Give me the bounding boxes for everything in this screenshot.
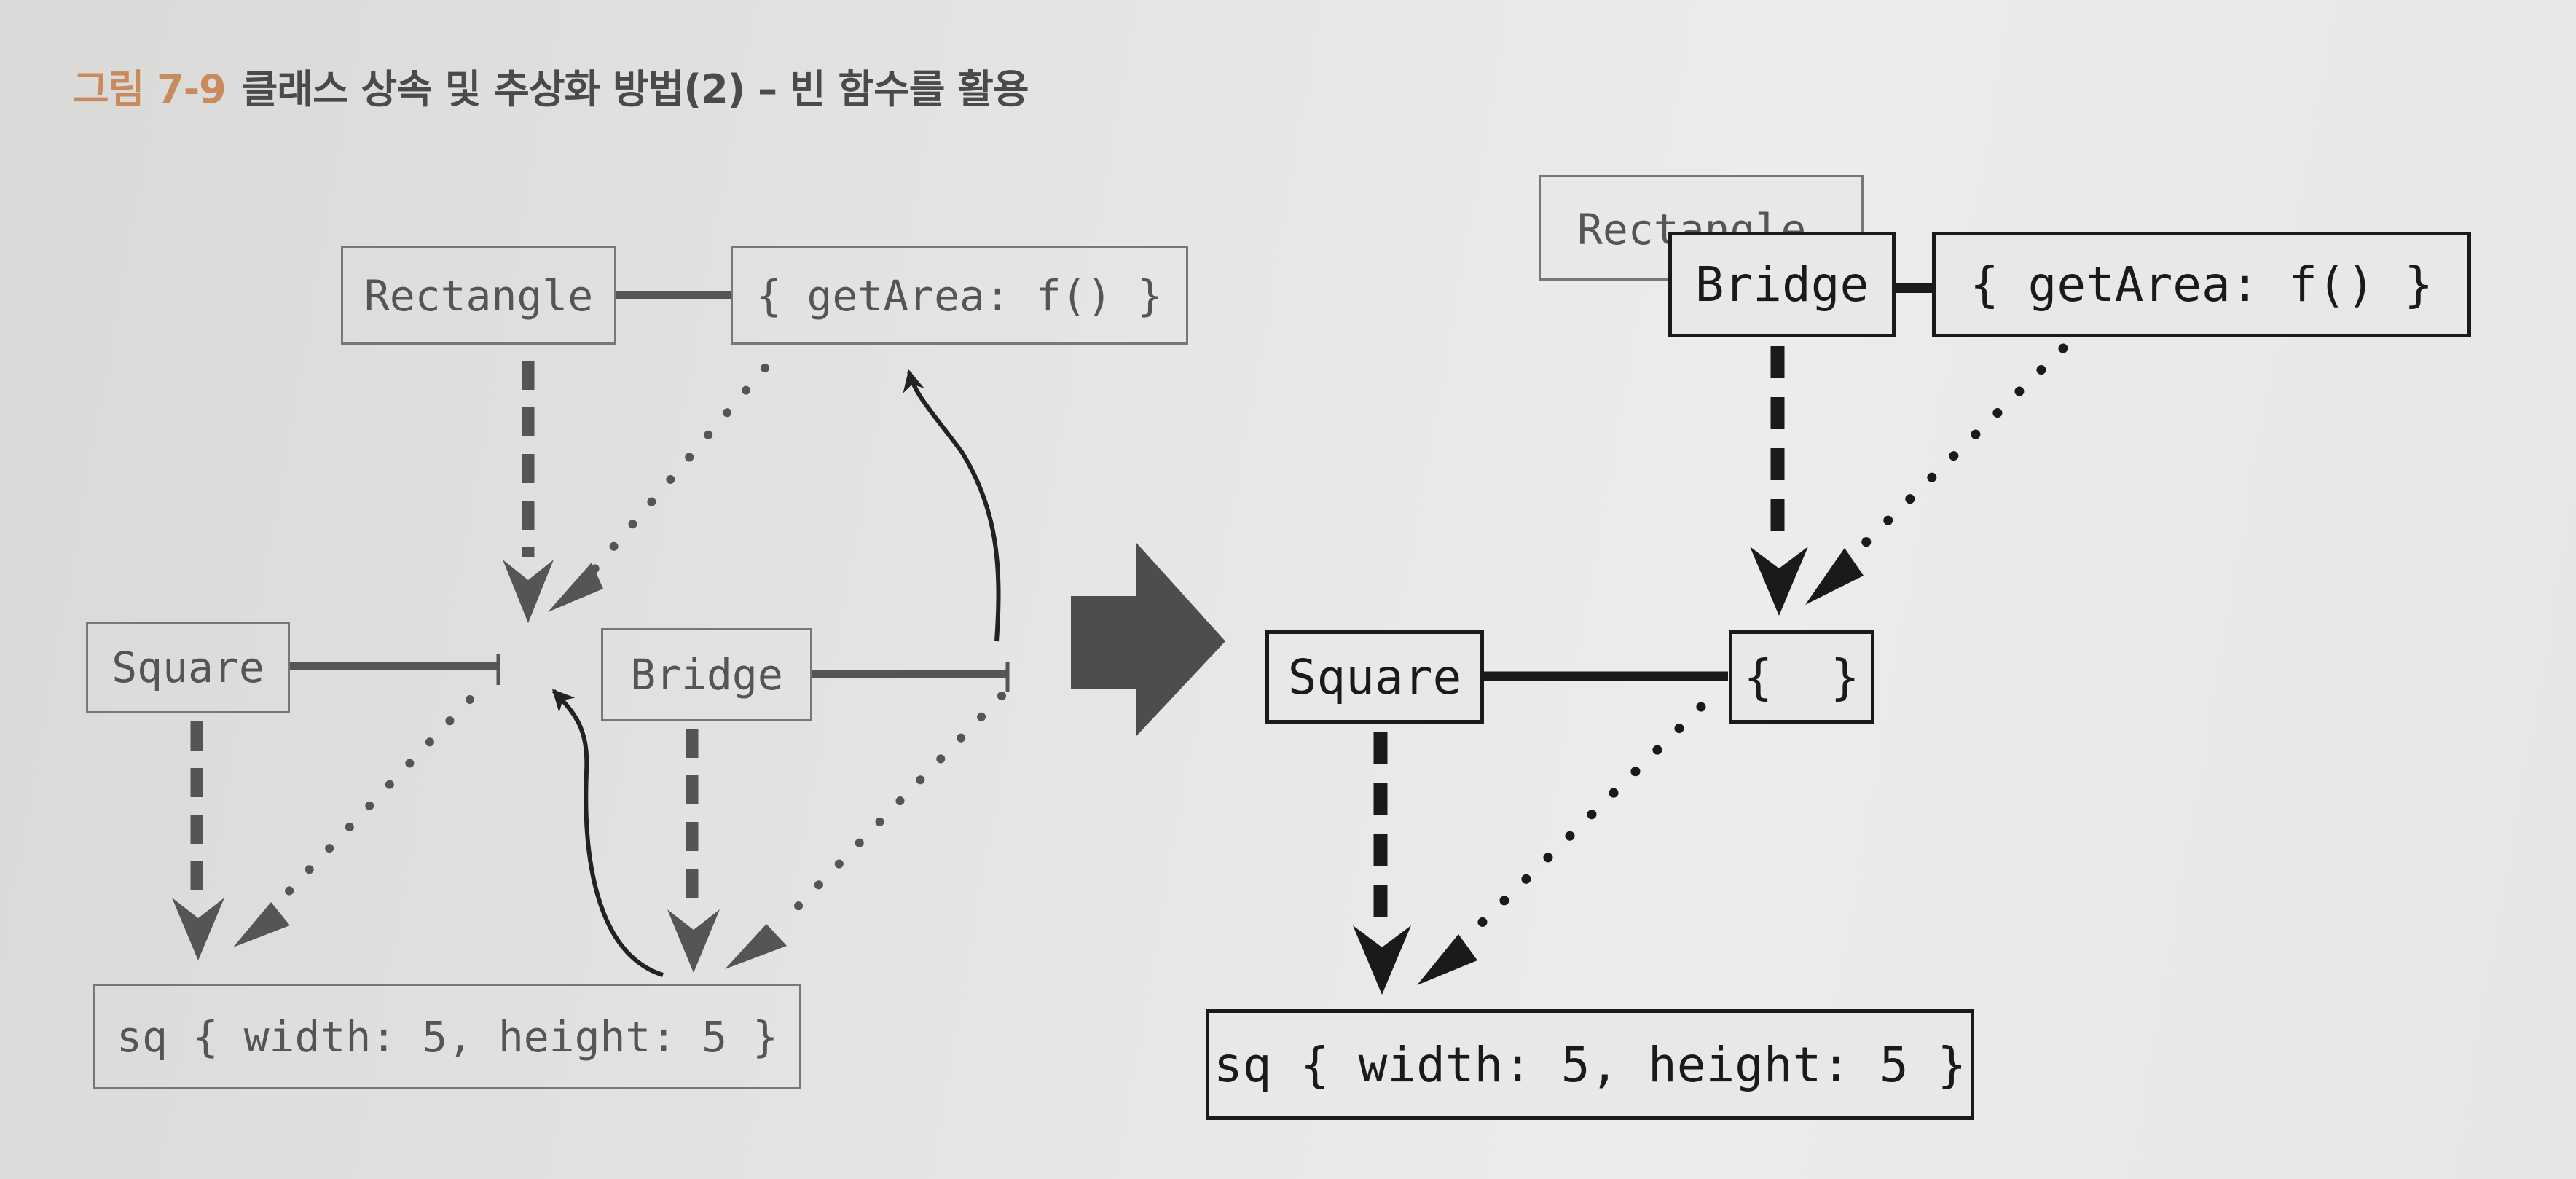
right-empty-prototype-box: { }	[1729, 630, 1874, 724]
left-diagram-links	[172, 291, 1010, 977]
right-bridge-label: Bridge	[1695, 256, 1869, 313]
left-proto-dotted-arrowhead	[548, 563, 603, 612]
right-diagram-links	[1353, 283, 2068, 995]
left-bridge-down-arrowhead	[667, 909, 720, 973]
left-proto-dotted-link	[578, 364, 769, 587]
left-rectangle-down-arrowhead	[503, 560, 554, 623]
right-empty-prototype-label: { }	[1743, 649, 1860, 705]
right-proto-dotted-link	[1842, 343, 2068, 566]
right-square-box: Square	[1265, 630, 1484, 724]
left-rectangle-box: Rectangle	[341, 246, 616, 345]
right-square-label: Square	[1287, 649, 1462, 705]
figure-caption: 그림 7-9 클래스 상속 및 추상화 방법(2) – 빈 함수를 활용	[73, 57, 1029, 114]
left-rectangle-label: Rectangle	[364, 270, 594, 321]
left-get-area-prototype-box: { getArea: f() }	[731, 246, 1188, 345]
left-square-down-arrowhead	[172, 898, 224, 960]
right-empty-proto-dotted-link	[1459, 702, 1706, 945]
figure-title: 클래스 상속 및 추상화 방법(2) – 빈 함수를 활용	[241, 66, 1029, 112]
right-bridge-down-arrowhead	[1750, 547, 1808, 616]
left-bridge-dotted-link	[775, 692, 1006, 930]
right-get-area-prototype-label: { getArea: f() }	[1970, 256, 2433, 313]
left-square-dotted-link	[280, 695, 474, 901]
right-instance-label: sq { width: 5, height: 5 }	[1213, 1036, 1967, 1093]
right-get-area-prototype-box: { getArea: f() }	[1932, 232, 2471, 337]
left-get-area-prototype-label: { getArea: f() }	[755, 270, 1163, 321]
right-proto-dotted-arrowhead	[1805, 548, 1864, 605]
right-empty-proto-dotted-arrowhead	[1417, 934, 1477, 985]
left-curve-to-get-area	[903, 369, 1001, 642]
left-bridge-label: Bridge	[630, 650, 783, 700]
left-instance-box: sq { width: 5, height: 5 }	[93, 984, 801, 1089]
right-square-down-arrowhead	[1353, 925, 1411, 995]
left-square-dotted-arrowhead	[233, 902, 290, 947]
transition-arrow	[1071, 543, 1225, 736]
right-instance-box: sq { width: 5, height: 5 }	[1206, 1009, 1974, 1120]
left-square-box: Square	[86, 622, 290, 713]
figure-number: 그림 7-9	[73, 66, 227, 112]
left-instance-label: sq { width: 5, height: 5 }	[117, 1011, 778, 1062]
left-curve-to-square-prototype	[551, 689, 664, 977]
left-bridge-dotted-arrowhead	[725, 924, 787, 969]
left-square-label: Square	[111, 643, 264, 692]
right-bridge-box: Bridge	[1668, 232, 1896, 337]
left-bridge-box: Bridge	[601, 628, 812, 721]
